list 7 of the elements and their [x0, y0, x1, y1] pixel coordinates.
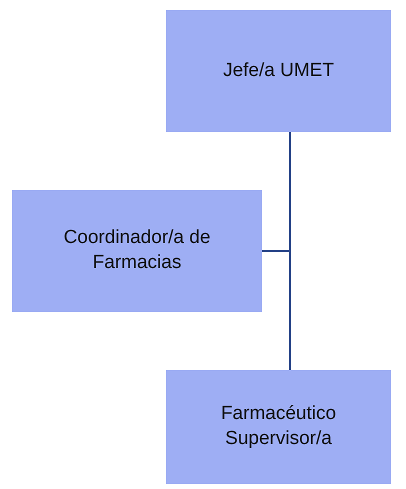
org-box — [166, 10, 391, 132]
role-title: Jefe/a UMET — [223, 58, 334, 83]
org-box — [166, 370, 391, 484]
connector-line — [262, 132, 291, 252]
role-title: Coordinador/a de Farmacias — [62, 226, 212, 275]
org-box — [12, 190, 262, 312]
role-title: Farmacéutico Supervisor/a — [220, 402, 338, 451]
